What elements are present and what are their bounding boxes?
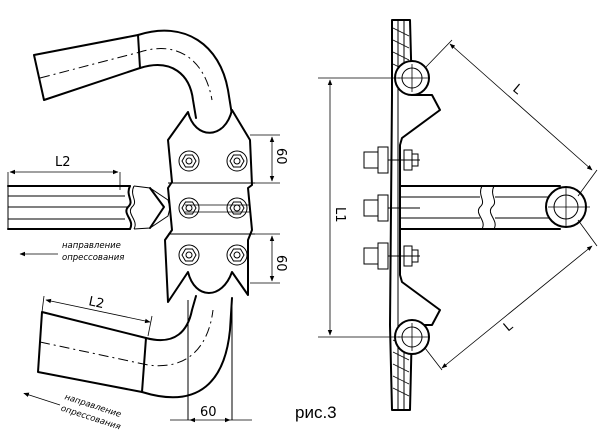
dim-60-horizontal: 60 (170, 405, 252, 423)
side-view: L1 L L (318, 19, 598, 411)
lower-hook (37, 295, 233, 420)
bolt-front-1 (178, 150, 200, 172)
dim-l-upper-label: L (509, 82, 525, 99)
dim-60-top-label: 60 (273, 148, 288, 165)
direction-note-top: направление опрессования (19, 241, 124, 263)
bolt-front-3 (178, 197, 200, 219)
main-conductor (7, 185, 171, 230)
upper-hook (33, 29, 233, 119)
dim-60-vertical: 60 60 (250, 134, 288, 284)
side-conductor-top (394, 60, 430, 96)
bolt-front-2 (226, 150, 248, 172)
side-bolt-1 (363, 146, 420, 174)
dim-l-lower: L (424, 219, 598, 371)
bolt-front-5 (178, 244, 200, 266)
dim-l2-bottom: L2 (41, 294, 153, 337)
side-bolt-2 (363, 194, 420, 222)
front-view: L2 L2 60 60 60 (7, 29, 288, 432)
direction-top-line2: опрессования (62, 253, 124, 263)
dim-l1-label: L1 (332, 207, 347, 223)
side-main-conductor (399, 185, 590, 230)
direction-top-line1: направление (62, 241, 121, 251)
side-bolts (363, 146, 420, 270)
bolt-front-4 (226, 197, 248, 219)
dim-60-bottom-label: 60 (273, 255, 288, 272)
bolt-front-6 (226, 244, 248, 266)
dim-l-upper: L (424, 39, 598, 197)
dim-l2-top-label: L2 (55, 155, 71, 170)
dim-l2-top: L2 (7, 155, 121, 190)
dim-l2-bottom-label: L2 (87, 294, 105, 312)
side-bolt-3 (363, 242, 420, 270)
clamp-body (164, 109, 255, 303)
dim-l-lower-label: L (501, 318, 517, 335)
direction-note-bottom: направление опрессования (23, 392, 122, 432)
side-conductor-bottom (394, 319, 430, 355)
bolts-front (178, 150, 248, 266)
dim-60-horizontal-label: 60 (200, 405, 217, 420)
figure-caption: рис.3 (295, 403, 337, 422)
dim-l1: L1 (318, 77, 400, 338)
